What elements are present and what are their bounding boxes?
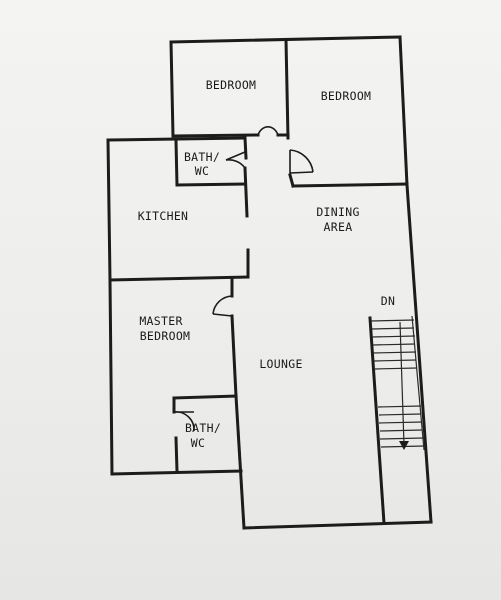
wall (171, 133, 260, 138)
room-label-kitchen: KITCHEN (138, 209, 189, 223)
door-swing (225, 151, 246, 161)
door-swing (212, 313, 233, 317)
wall (169, 40, 175, 138)
stair-tread (372, 351, 417, 354)
wall (174, 139, 179, 187)
wall (288, 173, 295, 188)
wall (175, 182, 247, 187)
wall (243, 136, 248, 160)
stair-tread (378, 421, 423, 424)
stair-tread (372, 343, 416, 346)
doors (173, 126, 314, 432)
wall (243, 166, 249, 218)
wall (230, 314, 238, 398)
stair-tread (370, 319, 415, 322)
wall (108, 275, 250, 282)
stair-direction-line (399, 321, 405, 446)
wall (106, 136, 247, 142)
wall (174, 436, 179, 473)
wall (242, 520, 433, 530)
door-swing (289, 171, 314, 174)
stair-tread (379, 437, 424, 440)
door-swing (289, 149, 314, 173)
wall (368, 316, 386, 525)
room-label-bath-lower: WC (191, 436, 205, 450)
stair-tread (377, 405, 422, 408)
room-label-stairs-down: DN (381, 294, 395, 308)
room-labels: BEDROOM BEDROOM BATH/ WC KITCHEN DINING … (138, 78, 395, 450)
stair-tread (371, 335, 416, 338)
stair-arrow-icon (399, 441, 409, 450)
door-swing (225, 159, 246, 169)
room-label-bath-upper: BATH/ (184, 150, 220, 164)
room-label-dining: AREA (324, 220, 353, 234)
door-swing (257, 126, 279, 136)
wall (108, 278, 114, 476)
room-label-master-bedroom: MASTER (139, 314, 182, 328)
wall (405, 183, 433, 524)
wall (106, 138, 112, 282)
door-swing (212, 295, 233, 315)
stair-tread (371, 327, 415, 330)
staircase (370, 315, 425, 451)
stair-tread (411, 315, 425, 451)
room-label-dining: DINING (316, 205, 359, 219)
stair-tread (378, 413, 422, 416)
wall (172, 394, 238, 400)
room-label-lounge: LOUNGE (259, 357, 302, 371)
wall (234, 394, 246, 530)
stair-tread (373, 367, 418, 370)
room-label-bath-lower: BATH/ (185, 421, 221, 435)
room-label-bath-upper: WC (195, 164, 209, 178)
stair-tread (373, 359, 417, 362)
room-label-bedroom-2: BEDROOM (321, 89, 372, 103)
stair-tread (379, 429, 423, 432)
room-label-bedroom-1: BEDROOM (206, 78, 257, 92)
wall (398, 35, 409, 187)
wall (291, 182, 409, 188)
wall (284, 38, 290, 140)
room-label-master-bedroom: BEDROOM (140, 329, 191, 343)
walls (106, 35, 433, 530)
